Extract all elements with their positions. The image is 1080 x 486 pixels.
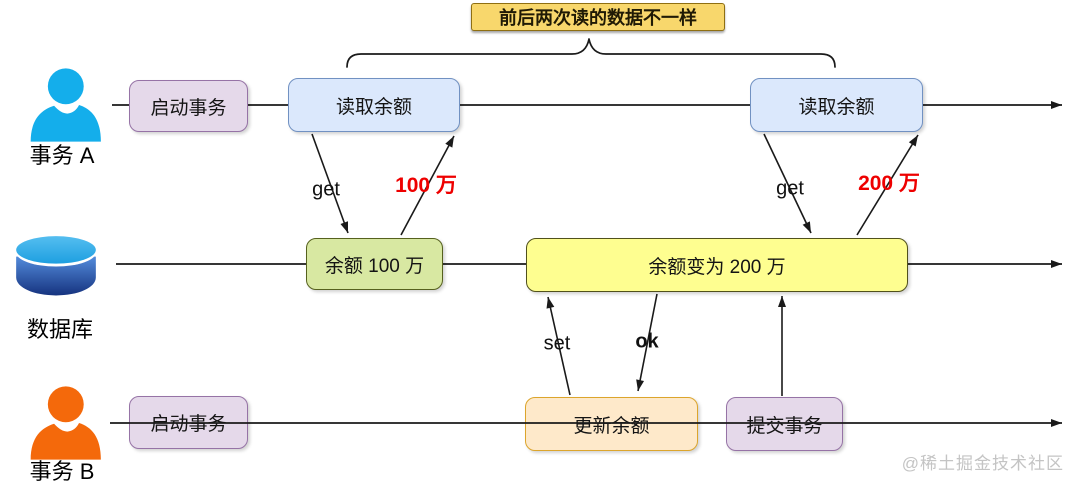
person-b-icon [24, 384, 106, 462]
actor-label-transaction-a: 事务 A [29, 143, 95, 168]
label-get-2: get [776, 177, 804, 200]
box-balance-200: 余额变为 200 万 [526, 238, 908, 292]
brace [346, 38, 836, 68]
label-100w: 100 万 [395, 174, 457, 197]
box-start-transaction-a: 启动事务 [129, 80, 248, 132]
box-read-balance-1: 读取余额 [288, 78, 460, 132]
label-ok: ok [635, 330, 659, 353]
label-200w: 200 万 [858, 172, 920, 195]
person-a-icon [24, 66, 106, 144]
label-set: set [543, 332, 571, 355]
box-read-balance-2: 读取余额 [750, 78, 923, 132]
watermark: @稀土掘金技术社区 [901, 454, 1064, 473]
box-balance-100: 余额 100 万 [306, 238, 443, 290]
note-box: 前后两次读的数据不一样 [471, 3, 725, 31]
label-get-1: get [312, 178, 340, 201]
database-icon [8, 230, 104, 304]
actor-label-transaction-b: 事务 B [29, 459, 95, 484]
box-commit-transaction: 提交事务 [726, 397, 843, 451]
box-start-transaction-b: 启动事务 [129, 396, 248, 449]
actor-label-database: 数据库 [26, 317, 93, 342]
box-update-balance: 更新余额 [525, 397, 698, 451]
